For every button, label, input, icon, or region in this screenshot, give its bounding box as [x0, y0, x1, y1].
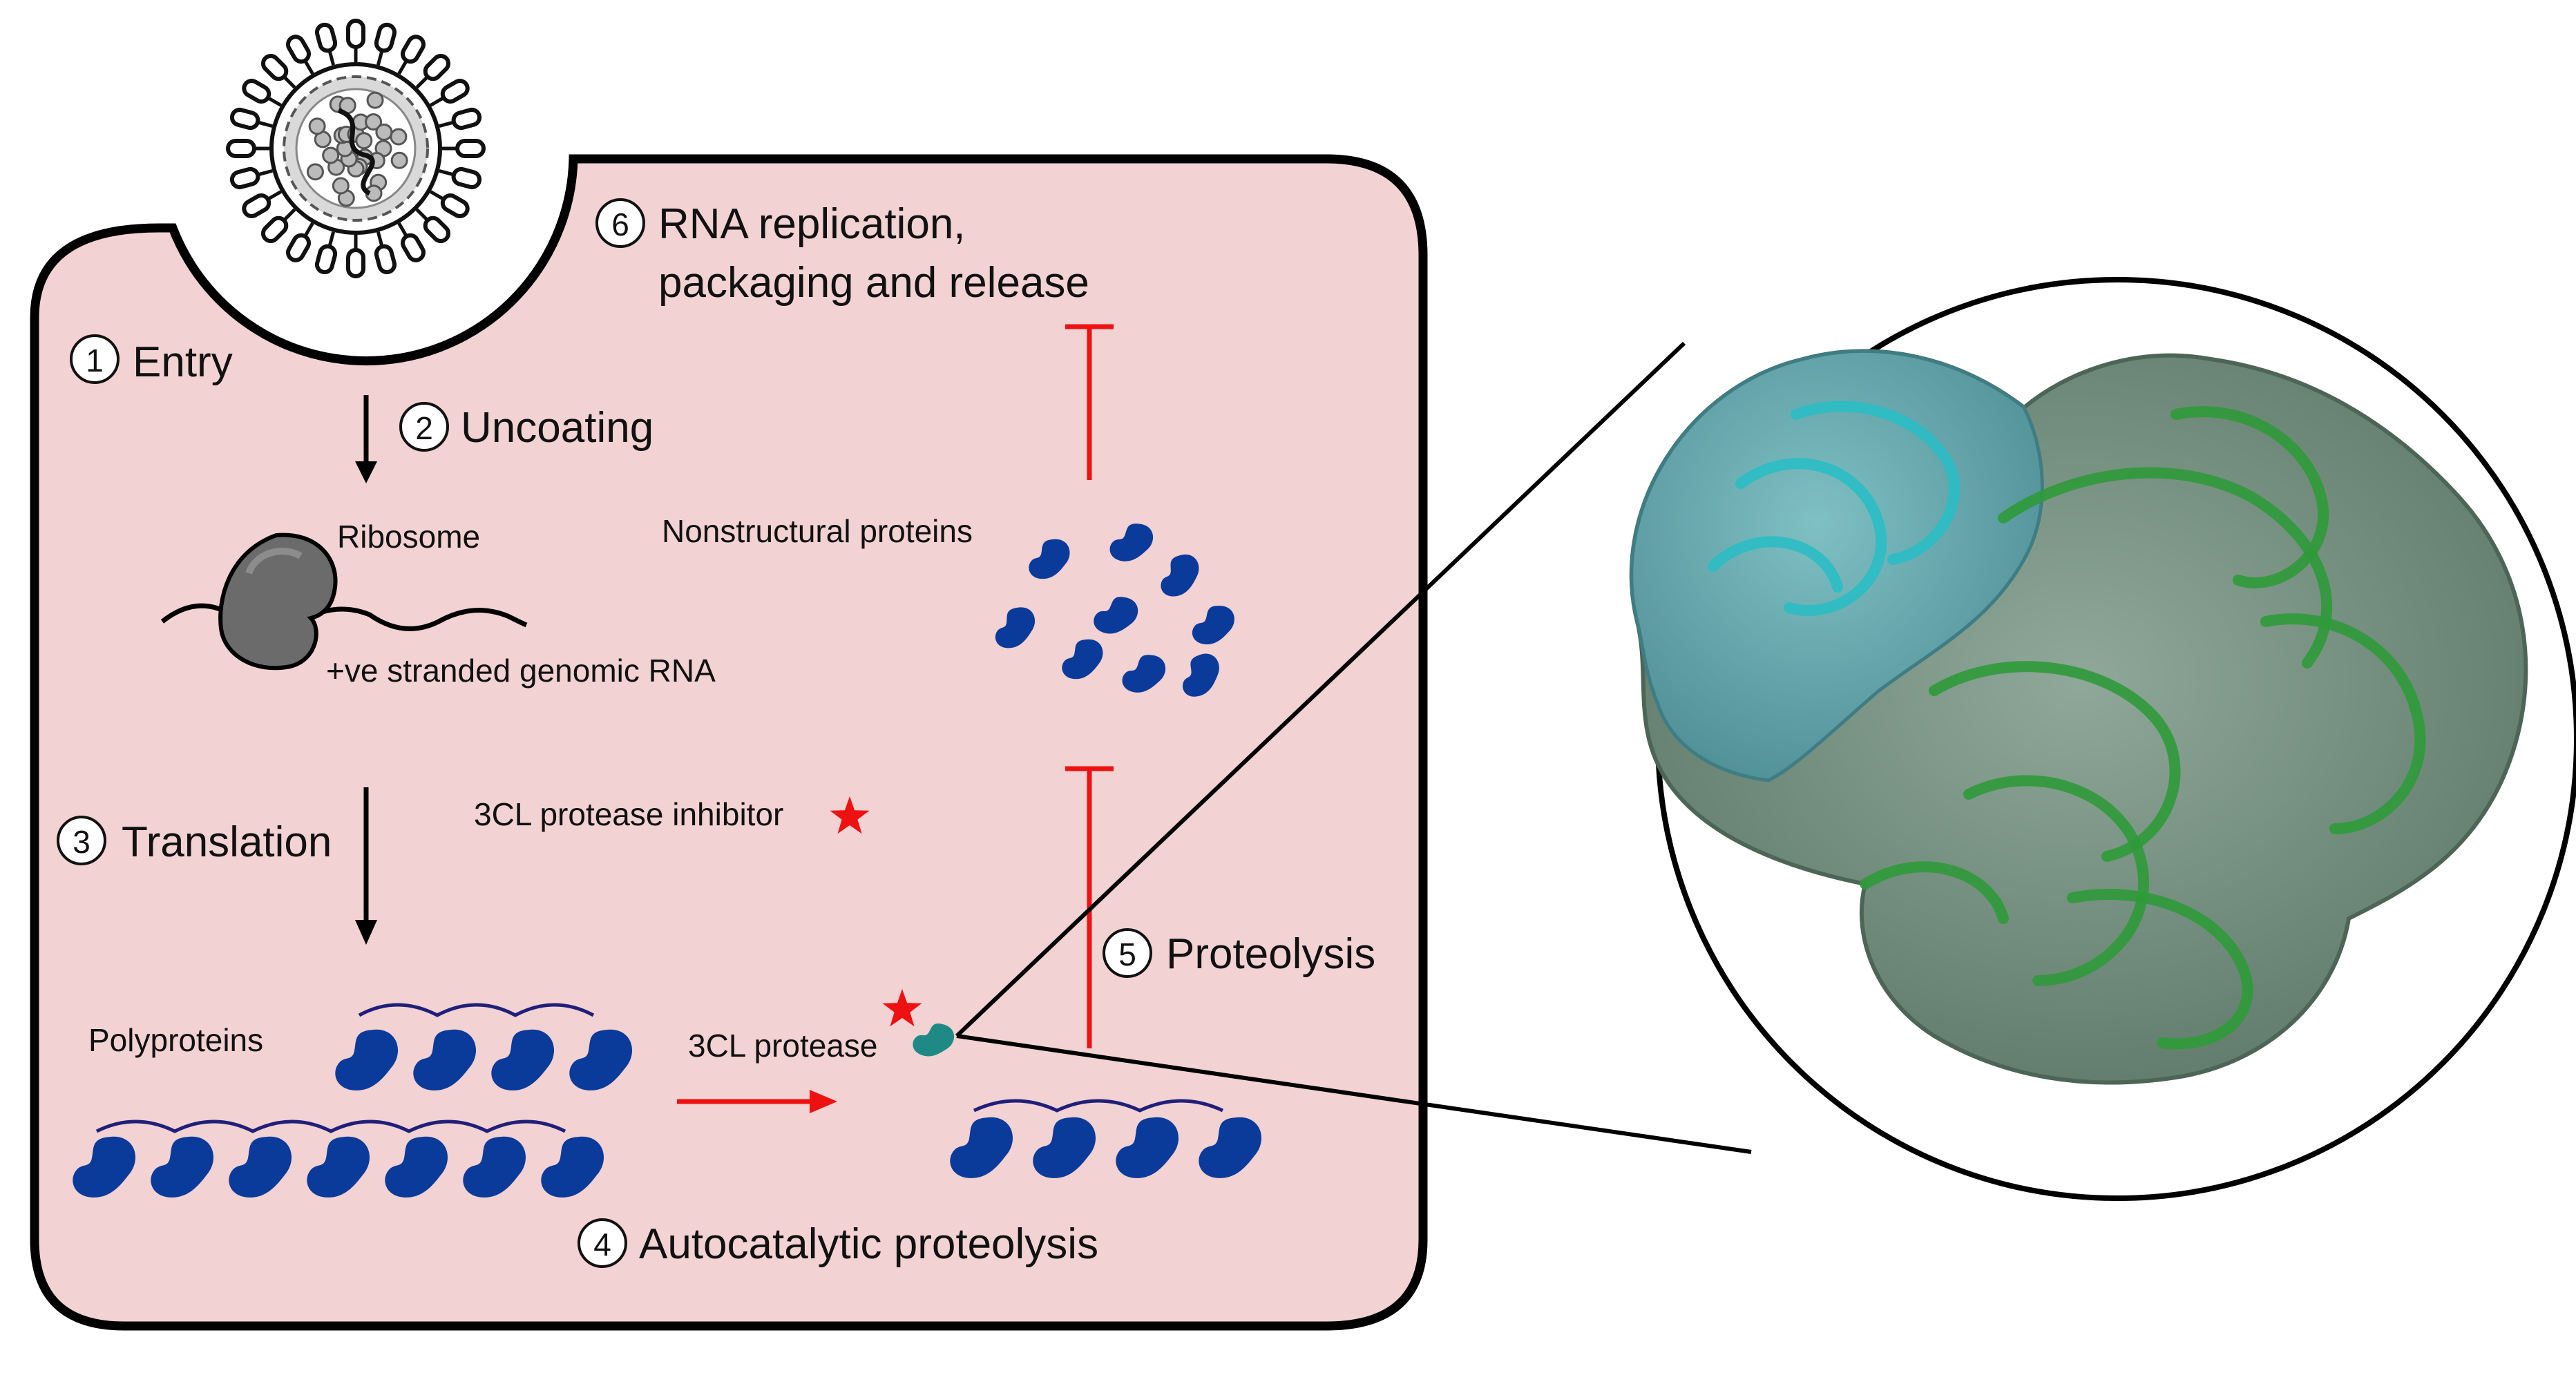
ribosome-icon	[218, 532, 338, 671]
spike-protein	[286, 222, 314, 262]
spike-protein	[229, 107, 273, 131]
protease-group: 3CL protease	[688, 989, 958, 1064]
spike-protein	[346, 235, 365, 278]
spike-protein	[415, 53, 451, 89]
green-ribbon	[2170, 406, 2329, 588]
green-ribbon	[2067, 888, 2253, 1050]
cyan-ribbon	[1735, 458, 1887, 616]
ribosome-label: Ribosome	[337, 519, 480, 555]
spike-protein	[260, 53, 296, 89]
step-1-number-circle	[70, 334, 120, 384]
step-3-number: 3	[73, 824, 90, 860]
step-5-number-circle	[1103, 928, 1152, 978]
nonstructural-proteins-group: Nonstructural proteins	[662, 513, 1236, 700]
green-ribbon	[1929, 661, 2181, 862]
inhibitor-label: 3CL protease inhibitor	[474, 796, 783, 832]
step-2-uncoating: 2 Uncoating	[355, 395, 653, 483]
uncoating-arrow-head	[355, 461, 377, 483]
nucleocapsid-bead	[390, 151, 408, 169]
step-6-label-line2: packaging and release	[658, 259, 1089, 307]
viral-rna	[337, 108, 375, 196]
green-ribbon	[1860, 861, 2009, 924]
nucleocapsid-bead	[366, 91, 384, 109]
step-6-label-line1: RNA replication,	[658, 200, 966, 248]
nucleocapsid-bead	[306, 163, 324, 181]
nucleocapsid-bead	[375, 123, 393, 141]
polyproteins-label: Polyproteins	[88, 1022, 263, 1058]
cyan-ribbon	[1791, 401, 1960, 565]
nucleocapsid-bead	[365, 113, 383, 131]
polyprotein-chain-top	[335, 1003, 633, 1090]
step-2-label: Uncoating	[461, 404, 653, 452]
step-6-number: 6	[611, 206, 629, 242]
protease-structure-render	[1629, 277, 2576, 1201]
nucleocapsid-bead	[390, 128, 408, 146]
step-4-number-circle	[578, 1218, 627, 1268]
spike-protein	[397, 222, 426, 262]
step-3-number-circle	[57, 816, 106, 865]
nonstructural-label: Nonstructural proteins	[662, 513, 973, 549]
virus-particle-icon	[226, 19, 486, 278]
spike-protein	[439, 166, 482, 190]
step-4-label: Autocatalytic proteolysis	[639, 1220, 1098, 1268]
step-5-proteolysis: 5 Proteolysis	[1103, 928, 1375, 978]
spike-protein	[226, 139, 269, 158]
step-6-rna-replication: 6 RNA replication, packaging and release	[595, 198, 1089, 307]
protease-label: 3CL protease	[688, 1028, 877, 1064]
spike-protein	[260, 208, 296, 244]
nucleocapsid-bead	[355, 132, 373, 150]
step-4-number: 4	[593, 1227, 611, 1262]
translation-arrow-head	[355, 920, 377, 945]
step-1-entry: 1 Entry	[70, 334, 233, 386]
spike-protein	[314, 22, 338, 66]
inhibitor-legend: 3CL protease inhibitor	[474, 796, 870, 834]
spike-protein	[430, 190, 470, 218]
step-4-autocatalytic: 4 Autocatalytic proteolysis	[578, 1218, 1098, 1268]
step-6-number-circle	[595, 198, 645, 248]
spike-protein	[314, 231, 338, 275]
step-1-label: Entry	[133, 338, 233, 386]
cyan-ribbon	[1708, 536, 1843, 593]
bound-inhibitor-star-icon	[882, 989, 922, 1027]
spike-protein	[242, 79, 282, 107]
spike-protein	[439, 107, 482, 131]
cleaved-protein-chain	[950, 1099, 1262, 1178]
spike-protein	[415, 208, 451, 244]
ribosome-rna-group: Ribosome +ve stranded genomic RNA	[160, 519, 716, 689]
green-ribbon	[2260, 613, 2426, 834]
spike-protein	[442, 139, 486, 158]
step-5-number: 5	[1118, 936, 1136, 972]
green-ribbon	[1963, 775, 2150, 986]
step-3-label: Translation	[122, 818, 332, 866]
step-3-translation: 3 Translation	[57, 787, 377, 945]
genomic-rna-label: +ve stranded genomic RNA	[326, 653, 716, 689]
green-ribbon	[1998, 467, 2333, 669]
nucleocapsid-bead	[308, 117, 326, 135]
step-1-number: 1	[86, 343, 104, 378]
spike-protein	[242, 190, 282, 218]
spike-protein	[397, 35, 426, 75]
spike-protein	[430, 79, 470, 107]
spike-protein	[346, 19, 365, 62]
polyprotein-chain-bottom	[73, 1119, 604, 1198]
spike-protein	[229, 166, 273, 190]
inhibitor-star-icon	[830, 796, 870, 834]
spike-protein	[286, 35, 314, 75]
cleavage-arrow	[677, 1090, 837, 1113]
spike-protein	[374, 22, 397, 66]
inhibition-bar-upper	[1065, 324, 1114, 480]
spike-protein	[374, 231, 397, 275]
step-2-number: 2	[415, 410, 433, 446]
nucleocapsid-bead	[322, 146, 340, 164]
polyproteins-group: Polyproteins	[73, 1003, 633, 1198]
step-5-label: Proteolysis	[1166, 930, 1375, 978]
zoom-callout-lines	[955, 341, 1752, 1154]
step-2-number-circle	[399, 402, 449, 452]
nucleocapsid-bead	[332, 177, 350, 195]
